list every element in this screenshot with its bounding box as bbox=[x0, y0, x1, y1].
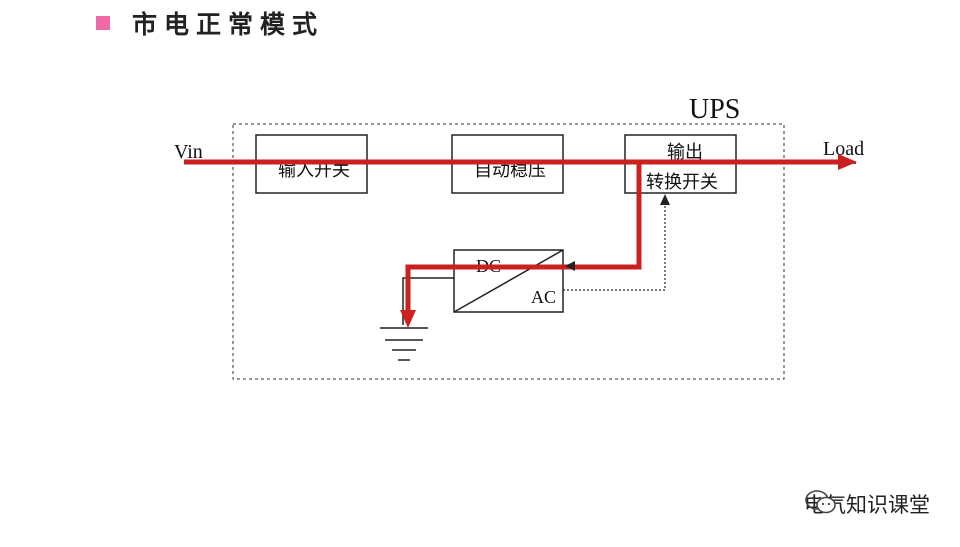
watermark: 电气知识课堂 bbox=[804, 489, 930, 519]
power-flow-charging-arrowhead bbox=[400, 310, 416, 328]
ground-icon bbox=[380, 327, 428, 361]
ac-control-dotted-line bbox=[563, 203, 666, 291]
ac-control-arrowhead bbox=[660, 194, 670, 205]
ups-label: UPS bbox=[689, 94, 740, 125]
ground-wire bbox=[402, 277, 454, 325]
power-flow-main-arrowhead bbox=[838, 154, 857, 170]
output-switch-label-line1: 输出 bbox=[667, 142, 703, 163]
title-row: 市电正常模式 bbox=[96, 6, 324, 40]
page-title: 市电正常模式 bbox=[132, 10, 325, 39]
converter-input-arrowhead bbox=[565, 261, 575, 271]
bullet-square bbox=[96, 16, 110, 30]
ups-boundary bbox=[232, 123, 785, 380]
load-label: Load bbox=[823, 138, 864, 160]
wechat-icon bbox=[805, 490, 836, 514]
ac-label: AC bbox=[531, 287, 556, 307]
output-switch-label-line2: 转换开关 bbox=[646, 172, 718, 193]
power-flow-charging bbox=[405, 162, 642, 312]
input-switch-label: 输入开关 bbox=[278, 160, 350, 181]
auto-regulator-label: 自动稳压 bbox=[474, 160, 546, 181]
converter-diagonal bbox=[453, 249, 564, 313]
vin-label: Vin bbox=[174, 141, 203, 163]
